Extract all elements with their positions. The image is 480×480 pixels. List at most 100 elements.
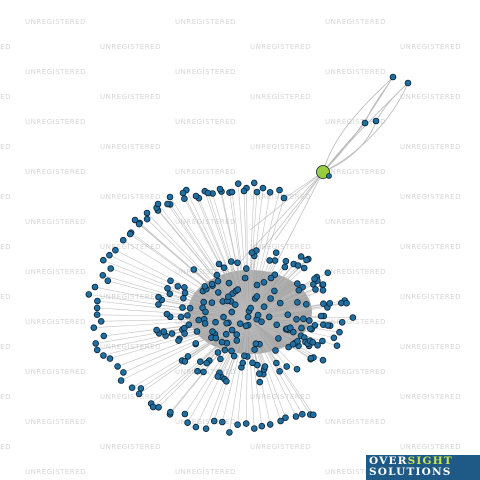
graph-node — [186, 304, 194, 312]
graph-node — [179, 304, 186, 311]
graph-node — [227, 258, 235, 265]
graph-node — [184, 419, 191, 427]
graph-node — [203, 359, 211, 367]
watermark-text: UNREGISTERED — [250, 143, 311, 151]
graph-node — [216, 185, 224, 193]
graph-node — [243, 265, 250, 272]
watermark-text: UNREGISTERED — [325, 268, 386, 276]
graph-node — [282, 414, 289, 422]
watermark-text: UNREGISTERED — [325, 118, 386, 126]
graph-node — [319, 281, 327, 288]
edge — [115, 249, 249, 319]
graph-node — [175, 337, 182, 344]
graph-node — [265, 313, 273, 321]
graph-node — [220, 313, 227, 321]
graph-node — [195, 316, 203, 324]
graph-node — [250, 179, 258, 187]
graph-node — [256, 378, 264, 386]
edge — [322, 120, 377, 173]
graph-node — [181, 410, 189, 418]
graph-node — [239, 359, 247, 367]
graph-node — [106, 251, 113, 259]
graph-node — [135, 220, 143, 228]
graph-node — [293, 315, 300, 323]
edge — [247, 317, 287, 367]
watermark-text: UNREGISTERED — [0, 293, 11, 301]
graph-node — [253, 281, 261, 289]
graph-node — [320, 300, 327, 308]
graph-node — [255, 370, 263, 378]
graph-node — [240, 187, 248, 195]
edge — [247, 317, 255, 429]
watermark-text: UNREGISTERED — [250, 443, 311, 451]
edge — [131, 317, 249, 388]
graph-node — [234, 259, 241, 267]
graph-node — [135, 390, 143, 398]
graph-node — [179, 189, 187, 197]
watermark-text: UNREGISTERED — [250, 43, 311, 51]
graph-node — [200, 298, 208, 306]
graph-node — [248, 249, 256, 256]
graph-node — [302, 300, 310, 308]
graph-node — [284, 311, 292, 319]
graph-node — [292, 413, 300, 420]
graph-node — [276, 186, 283, 194]
logo-part-sight: SIGHT — [407, 455, 453, 467]
graph-node — [338, 318, 346, 326]
watermark-text: UNREGISTERED — [0, 443, 11, 451]
graph-node — [249, 359, 256, 367]
graph-node — [343, 299, 350, 307]
edge — [247, 261, 287, 319]
edge — [274, 171, 324, 241]
watermark-text: UNREGISTERED — [100, 443, 161, 451]
graph-node — [226, 429, 233, 436]
graph-node — [160, 328, 168, 335]
graph-node — [300, 315, 307, 323]
graph-node — [253, 293, 261, 300]
watermark-text: UNREGISTERED — [25, 468, 86, 476]
edge — [375, 82, 409, 122]
graph-node — [221, 346, 229, 354]
graph-node — [114, 363, 121, 370]
graph-node — [177, 313, 185, 321]
graph-node — [143, 209, 151, 217]
graph-node — [326, 299, 334, 307]
graph-node — [167, 277, 174, 285]
watermark-text: UNREGISTERED — [25, 18, 86, 26]
edge — [247, 266, 286, 319]
graph-node — [117, 377, 125, 384]
graph-node — [272, 347, 279, 354]
graph-node — [155, 403, 162, 411]
graph-node — [212, 318, 219, 326]
watermark-text: UNREGISTERED — [325, 218, 386, 226]
graph-node — [200, 368, 207, 376]
graph-node — [155, 293, 162, 301]
edge — [123, 239, 249, 319]
watermark-text: UNREGISTERED — [175, 18, 236, 26]
graph-node — [202, 308, 209, 316]
graph-node — [92, 340, 99, 347]
graph-node — [223, 377, 230, 385]
graph-node — [106, 355, 114, 362]
edge — [205, 311, 249, 319]
graph-node — [389, 73, 397, 81]
watermark-text: UNREGISTERED — [25, 68, 86, 76]
watermark-text: UNREGISTERED — [175, 418, 236, 426]
edge — [247, 192, 271, 319]
watermark-text: UNREGISTERED — [175, 68, 236, 76]
graph-node — [272, 249, 280, 257]
edge — [364, 76, 394, 124]
edge — [231, 191, 249, 319]
graph-node — [234, 286, 242, 293]
graph-node — [197, 358, 204, 366]
watermark-text: UNREGISTERED — [0, 243, 11, 251]
graph-node — [126, 230, 134, 238]
watermark-text: UNREGISTERED — [400, 243, 461, 251]
edge — [247, 298, 271, 319]
graph-node — [273, 359, 280, 367]
graph-node — [319, 356, 327, 364]
oversight-solutions-logo: OVERSIGHT SOLUTIONS — [366, 455, 480, 480]
graph-node — [289, 328, 297, 336]
graph-node — [143, 215, 151, 223]
watermark-text: UNREGISTERED — [0, 393, 11, 401]
